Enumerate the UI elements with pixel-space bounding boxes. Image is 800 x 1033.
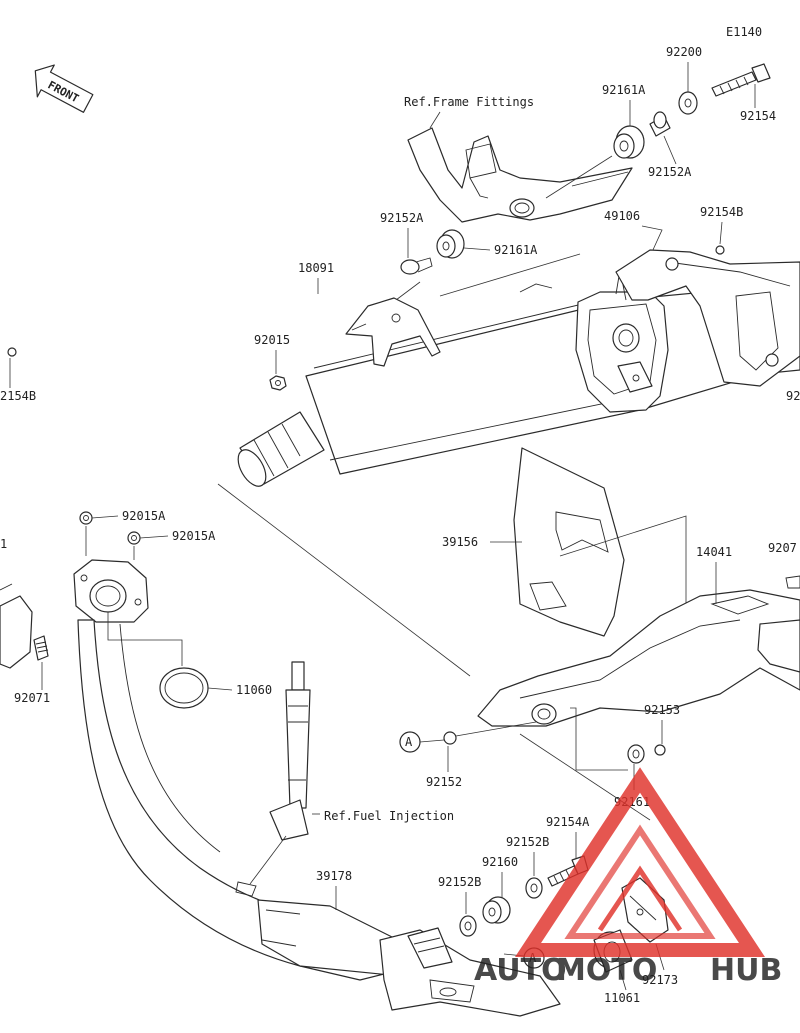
label-92161A-top: 92161A	[602, 83, 646, 97]
ref-frame-leader	[429, 111, 441, 129]
label-1-left: 1	[0, 537, 7, 551]
front-direction-arrow: FRONT	[34, 64, 94, 113]
watermark-moto: MOTO	[556, 953, 657, 988]
label-92152B-1: 92152B	[506, 835, 549, 849]
left-partial-part	[0, 583, 33, 669]
label-2154B-left: 2154B	[0, 389, 36, 403]
frame-bracket	[407, 127, 633, 223]
label-92152B-2: 92152B	[438, 875, 481, 889]
ref-fuel-injection: Ref.Fuel Injection	[324, 809, 454, 823]
label-92071: 92071	[14, 691, 50, 705]
label-92154: 92154	[740, 109, 776, 123]
nut-92015	[269, 375, 287, 391]
label-39156: 39156	[442, 535, 478, 549]
label-92152A-mid: 92152A	[380, 211, 424, 225]
exhaust-flange	[73, 559, 149, 623]
label-92015A-1: 92015A	[122, 509, 166, 523]
label-92154A: 92154A	[546, 815, 590, 829]
label-9207-right: 9207	[768, 541, 797, 555]
label-14041: 14041	[696, 545, 732, 559]
label-92152A-top: 92152A	[648, 165, 692, 179]
label-92154B-right: 92154B	[700, 205, 743, 219]
label-92015: 92015	[254, 333, 290, 347]
collar-92152A-top	[649, 111, 671, 137]
label-92153: 92153	[644, 703, 680, 717]
muffler-18091	[237, 249, 800, 487]
nut-92015A-1	[79, 511, 93, 525]
bolt-92154B-right	[715, 245, 725, 255]
washer-92200	[678, 91, 698, 115]
heat-guard-39156	[513, 447, 625, 637]
label-92152: 92152	[426, 775, 462, 789]
exhaust-pipe-39178	[77, 619, 561, 1017]
watermark-logo: AUTO MOTO HUB	[474, 767, 782, 988]
o2-sensor	[269, 661, 311, 841]
label-92-right-edge: 92	[786, 389, 800, 403]
grommet-92161A-top	[613, 125, 645, 159]
label-92015A-2: 92015A	[172, 529, 216, 543]
label-39178: 39178	[316, 869, 352, 883]
callout-a-mid-letter: A	[405, 735, 413, 749]
nut-92015A-2	[127, 531, 141, 545]
washer-92152B-1	[525, 877, 543, 899]
washer-92152	[443, 731, 457, 745]
bracket-14041	[477, 589, 800, 727]
callout-a-bottom-letter: A	[529, 951, 537, 965]
label-11060: 11060	[236, 683, 272, 697]
clip-92071	[33, 635, 49, 661]
label-92200: 92200	[666, 45, 702, 59]
washer-92152A-mid	[400, 259, 420, 275]
label-92160: 92160	[482, 855, 518, 869]
bolt-92154	[711, 63, 771, 97]
watermark-hub: HUB	[710, 953, 782, 988]
ref-frame-fittings: Ref.Frame Fittings	[404, 95, 534, 109]
label-18091: 18091	[298, 261, 334, 275]
label-92161A-mid: 92161A	[494, 243, 538, 257]
diagram-code: E1140	[726, 25, 762, 39]
label-49106: 49106	[604, 209, 640, 223]
watermark-auto: AUTO	[474, 953, 567, 988]
grommet-92161	[627, 744, 645, 764]
grommet-92161A-mid	[436, 229, 465, 259]
gasket-11060	[159, 667, 209, 709]
damper-92160	[482, 896, 511, 924]
label-92173: 92173	[642, 973, 678, 987]
bolt-92153	[654, 744, 666, 756]
label-11061: 11061	[604, 991, 640, 1005]
bolt-2154B-left	[7, 347, 17, 357]
washer-92152B-2	[459, 915, 477, 937]
